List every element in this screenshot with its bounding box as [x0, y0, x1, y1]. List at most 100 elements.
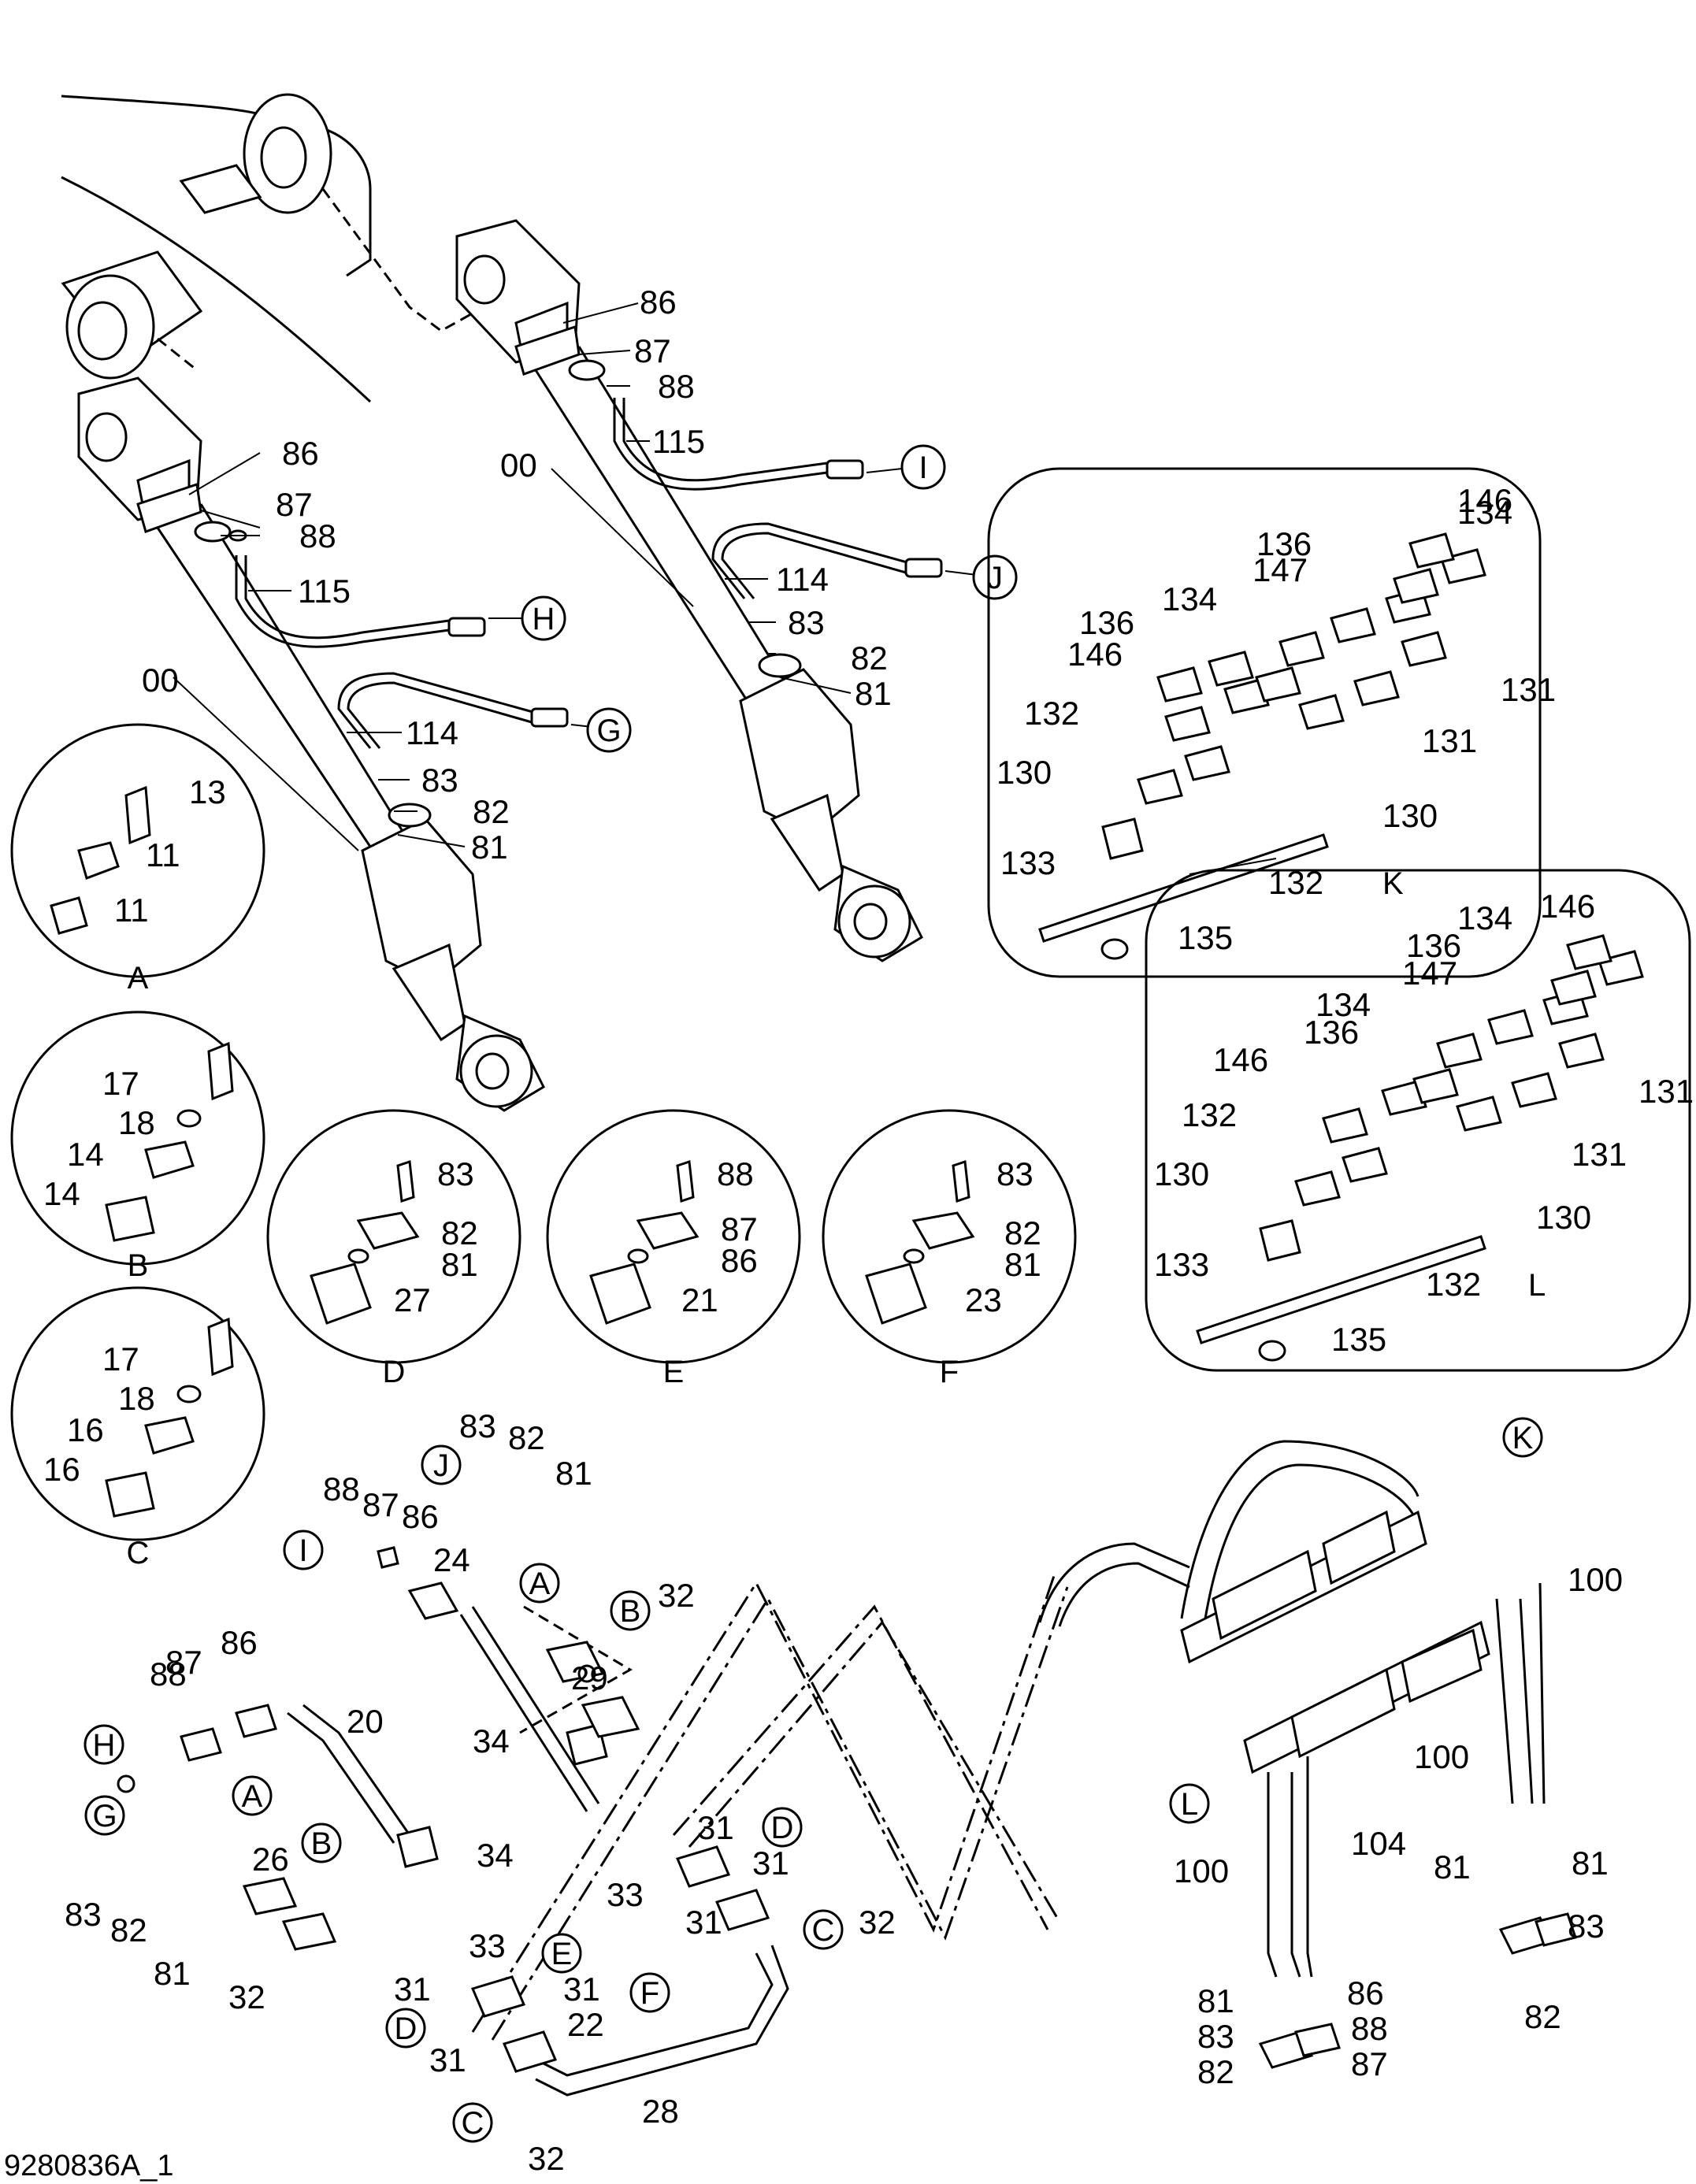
- svg-text:21: 21: [681, 1281, 718, 1318]
- svg-text:131: 131: [1572, 1136, 1627, 1173]
- svg-text:13: 13: [189, 773, 226, 810]
- svg-text:86: 86: [282, 435, 319, 472]
- svg-text:31: 31: [429, 2041, 466, 2078]
- svg-text:86: 86: [1347, 1974, 1384, 2012]
- svg-text:31: 31: [752, 1845, 789, 1882]
- svg-text:17: 17: [102, 1065, 139, 1102]
- svg-text:32: 32: [658, 1577, 695, 1614]
- svg-text:81: 81: [1197, 1982, 1234, 2019]
- svg-text:A: A: [242, 1779, 263, 1814]
- svg-text:132: 132: [1024, 695, 1079, 732]
- svg-text:87: 87: [721, 1211, 758, 1248]
- svg-text:81: 81: [154, 1955, 191, 1992]
- svg-text:82: 82: [1004, 1214, 1041, 1251]
- svg-text:146: 146: [1540, 888, 1595, 925]
- svg-text:83: 83: [1568, 1908, 1605, 1945]
- svg-text:81: 81: [855, 675, 892, 712]
- svg-text:32: 32: [228, 1978, 265, 2015]
- svg-text:88: 88: [717, 1155, 754, 1192]
- svg-text:23: 23: [965, 1281, 1002, 1318]
- detail-E: 88 87 86 21 E: [546, 1109, 801, 1389]
- svg-text:132: 132: [1182, 1096, 1237, 1133]
- svg-text:86: 86: [640, 284, 677, 321]
- detail-B: 17 18 14 14 B: [10, 1010, 265, 1283]
- boom-outline: [61, 93, 513, 403]
- svg-text:31: 31: [394, 1971, 431, 2008]
- svg-text:115: 115: [652, 423, 705, 460]
- left-cylinder: [77, 376, 569, 1112]
- svg-text:88: 88: [150, 1656, 187, 1693]
- svg-text:132: 132: [1426, 1266, 1481, 1303]
- svg-text:83: 83: [437, 1155, 474, 1192]
- svg-text:81: 81: [1434, 1848, 1471, 1886]
- svg-text:100: 100: [1568, 1561, 1623, 1598]
- svg-text:146: 146: [1457, 482, 1512, 519]
- svg-text:83: 83: [1197, 2018, 1234, 2055]
- ref-circles-upper: H G I J: [521, 444, 1018, 753]
- right-cylinder: [455, 219, 943, 962]
- svg-text:33: 33: [469, 1927, 506, 1964]
- svg-text:82: 82: [1524, 1998, 1561, 2035]
- svg-text:83: 83: [65, 1896, 102, 1933]
- upper-labels: 86 87 88 115 114 83 82 81 00 86 87 88 11…: [142, 284, 892, 866]
- svg-text:20: 20: [347, 1703, 384, 1740]
- detail-F: 83 82 81 23 F: [822, 1109, 1077, 1389]
- svg-text:86: 86: [402, 1498, 439, 1535]
- svg-text:114: 114: [776, 561, 829, 598]
- svg-text:24: 24: [433, 1541, 470, 1578]
- svg-text:131: 131: [1422, 722, 1477, 759]
- svg-text:17: 17: [102, 1340, 139, 1378]
- svg-text:D: D: [395, 2012, 418, 2046]
- svg-text:83: 83: [996, 1155, 1034, 1192]
- svg-text:14: 14: [67, 1136, 104, 1173]
- svg-text:E: E: [663, 1355, 685, 1389]
- svg-text:00: 00: [142, 662, 179, 699]
- svg-text:L: L: [1528, 1268, 1546, 1303]
- svg-text:16: 16: [43, 1451, 80, 1488]
- svg-text:130: 130: [1154, 1155, 1209, 1192]
- detail-C: 17 18 16 16 C: [10, 1286, 265, 1570]
- svg-text:82: 82: [441, 1214, 478, 1251]
- svg-text:87: 87: [165, 1644, 202, 1681]
- svg-text:I: I: [299, 1533, 307, 1568]
- svg-text:114: 114: [406, 714, 458, 751]
- svg-text:C: C: [812, 1913, 835, 1948]
- svg-text:K: K: [1512, 1421, 1534, 1455]
- svg-text:34: 34: [473, 1722, 510, 1759]
- svg-text:C: C: [127, 1536, 150, 1570]
- svg-text:131: 131: [1638, 1073, 1694, 1110]
- svg-text:130: 130: [1536, 1199, 1591, 1236]
- svg-text:34: 34: [477, 1837, 514, 1874]
- svg-text:130: 130: [996, 754, 1052, 791]
- detail-K: 134 146 136 147 134 136 146 131 132 131 …: [987, 467, 1556, 978]
- svg-text:88: 88: [658, 368, 695, 405]
- svg-text:C: C: [462, 2106, 484, 2141]
- svg-text:E: E: [551, 1937, 573, 1971]
- svg-text:87: 87: [1351, 2045, 1388, 2082]
- svg-text:A: A: [529, 1567, 551, 1601]
- svg-text:29: 29: [571, 1659, 608, 1696]
- svg-text:130: 130: [1382, 797, 1438, 834]
- svg-text:00: 00: [500, 447, 537, 484]
- svg-text:134: 134: [1162, 580, 1217, 617]
- svg-text:88: 88: [299, 517, 336, 554]
- svg-text:18: 18: [118, 1380, 155, 1417]
- svg-text:16: 16: [67, 1411, 104, 1448]
- svg-text:F: F: [940, 1355, 959, 1389]
- svg-text:87: 87: [362, 1486, 399, 1523]
- svg-text:11: 11: [114, 892, 149, 929]
- svg-text:147: 147: [1402, 955, 1457, 992]
- detail-D: 83 82 81 27 D: [266, 1109, 521, 1389]
- svg-text:F: F: [640, 1976, 659, 2011]
- svg-text:133: 133: [1000, 844, 1056, 881]
- svg-text:104: 104: [1351, 1825, 1406, 1862]
- svg-text:136: 136: [1304, 1014, 1359, 1051]
- svg-text:22: 22: [567, 2006, 604, 2043]
- svg-text:G: G: [596, 714, 621, 748]
- svg-text:33: 33: [607, 1876, 644, 1913]
- svg-text:81: 81: [471, 829, 508, 866]
- svg-text:86: 86: [721, 1242, 758, 1279]
- svg-text:133: 133: [1154, 1246, 1209, 1283]
- svg-text:83: 83: [421, 762, 458, 799]
- svg-text:134: 134: [1316, 986, 1371, 1023]
